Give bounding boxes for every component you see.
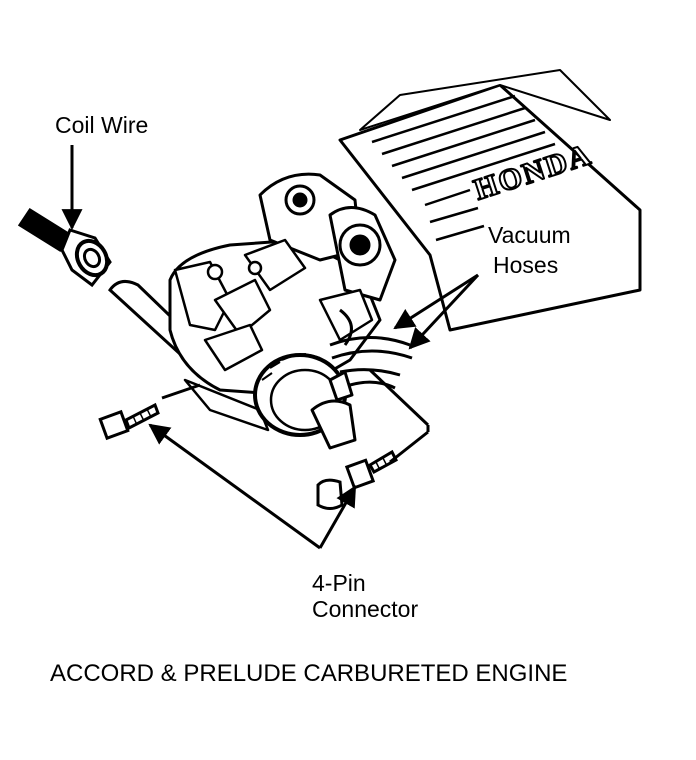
vacuum-hoses-label-line1: Vacuum [488,222,571,248]
mounting-bolt-left [98,402,160,441]
leader-lines [61,145,480,550]
connector-label-line1: 4-Pin [312,570,366,596]
distributor-body [168,172,397,450]
connector-plug [316,478,344,510]
vacuum-hose-lines [329,336,413,390]
coil-wire-label: Coil Wire [55,112,149,138]
vacuum-hoses-label-line2: Hoses [493,252,559,278]
valve-cover: HONDA [338,69,642,332]
mounting-bolt-right [344,449,398,490]
connector-label-line2: Connector [312,596,419,622]
figure-caption: ACCORD & PRELUDE CARBURETED ENGINE [50,660,568,687]
